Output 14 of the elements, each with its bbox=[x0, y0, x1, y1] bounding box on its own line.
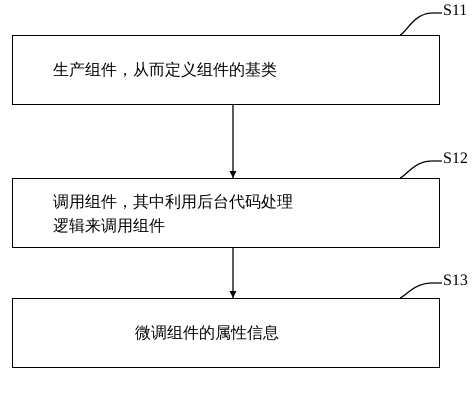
step-label: S13 bbox=[443, 272, 473, 290]
step-text: 微调组件的属性信息 bbox=[135, 322, 280, 344]
leader-line bbox=[400, 282, 442, 299]
step-label: S12 bbox=[443, 150, 473, 168]
process-box bbox=[12, 178, 440, 248]
step-label: S11 bbox=[443, 2, 473, 20]
process-box bbox=[12, 35, 440, 105]
step-text: 生产组件，从而定义组件的基类 bbox=[53, 59, 278, 81]
step-text: 调用组件，其中利用后台代码处理逻辑来调用组件 bbox=[53, 191, 293, 237]
leader-line bbox=[400, 160, 442, 179]
arrow bbox=[230, 105, 236, 178]
arrow bbox=[230, 248, 236, 298]
process-box bbox=[12, 298, 440, 368]
leader-line bbox=[400, 12, 442, 36]
